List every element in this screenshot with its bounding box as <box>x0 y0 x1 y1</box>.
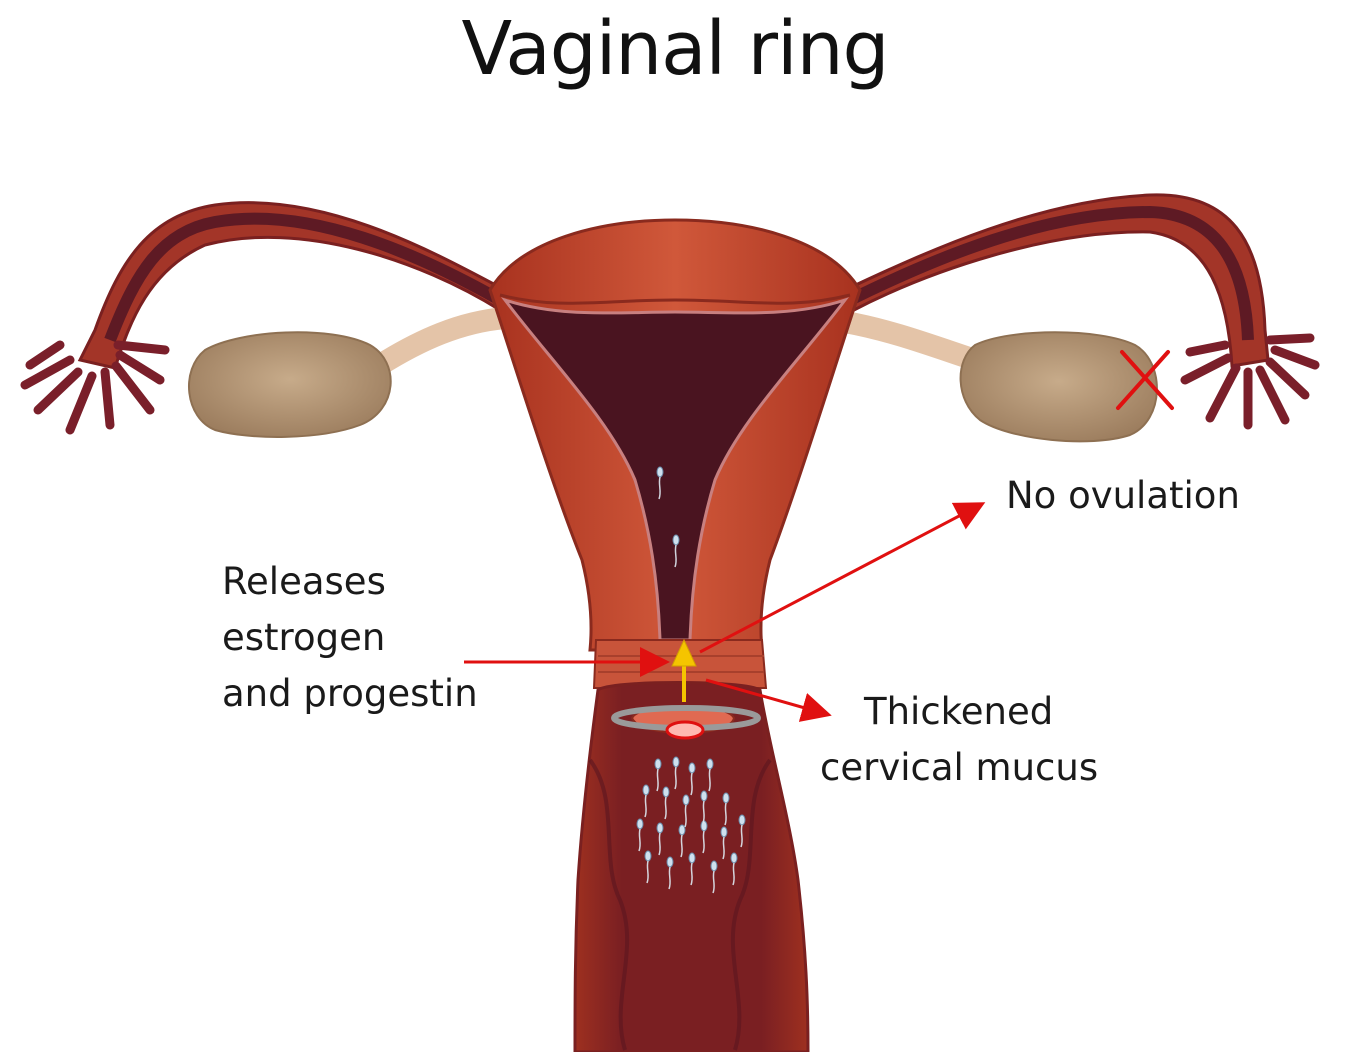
right-ovarian-ligament <box>834 311 986 371</box>
label-line: cervical mucus <box>820 746 1099 789</box>
uterus <box>488 218 862 652</box>
vaginal-ring <box>611 705 761 740</box>
label-line: Thickened <box>864 690 1054 733</box>
left-ovarian-ligament <box>369 307 516 376</box>
sperm-cells <box>636 466 746 872</box>
right-fallopian-tube <box>843 193 1320 430</box>
label-line: and progestin <box>222 672 478 715</box>
left-fallopian-tube <box>20 201 507 435</box>
label-line: Releases <box>222 560 386 603</box>
label-line: estrogen <box>222 616 386 659</box>
left-ovary <box>188 331 392 438</box>
label-releases-hormones: Releases estrogen and progestin <box>222 554 478 722</box>
uterine-cavity <box>500 297 850 642</box>
red-x-icon <box>1116 350 1174 410</box>
label-no-ovulation: No ovulation <box>1006 474 1240 517</box>
arrow-no-ovulation <box>699 502 986 654</box>
label-thickened-mucus: Thickened cervical mucus <box>820 684 1098 796</box>
arrow-hormone-release <box>671 638 697 702</box>
arrow-mucus <box>705 678 832 722</box>
right-ovary <box>959 331 1158 443</box>
diagram-title: Vaginal ring <box>461 6 890 92</box>
